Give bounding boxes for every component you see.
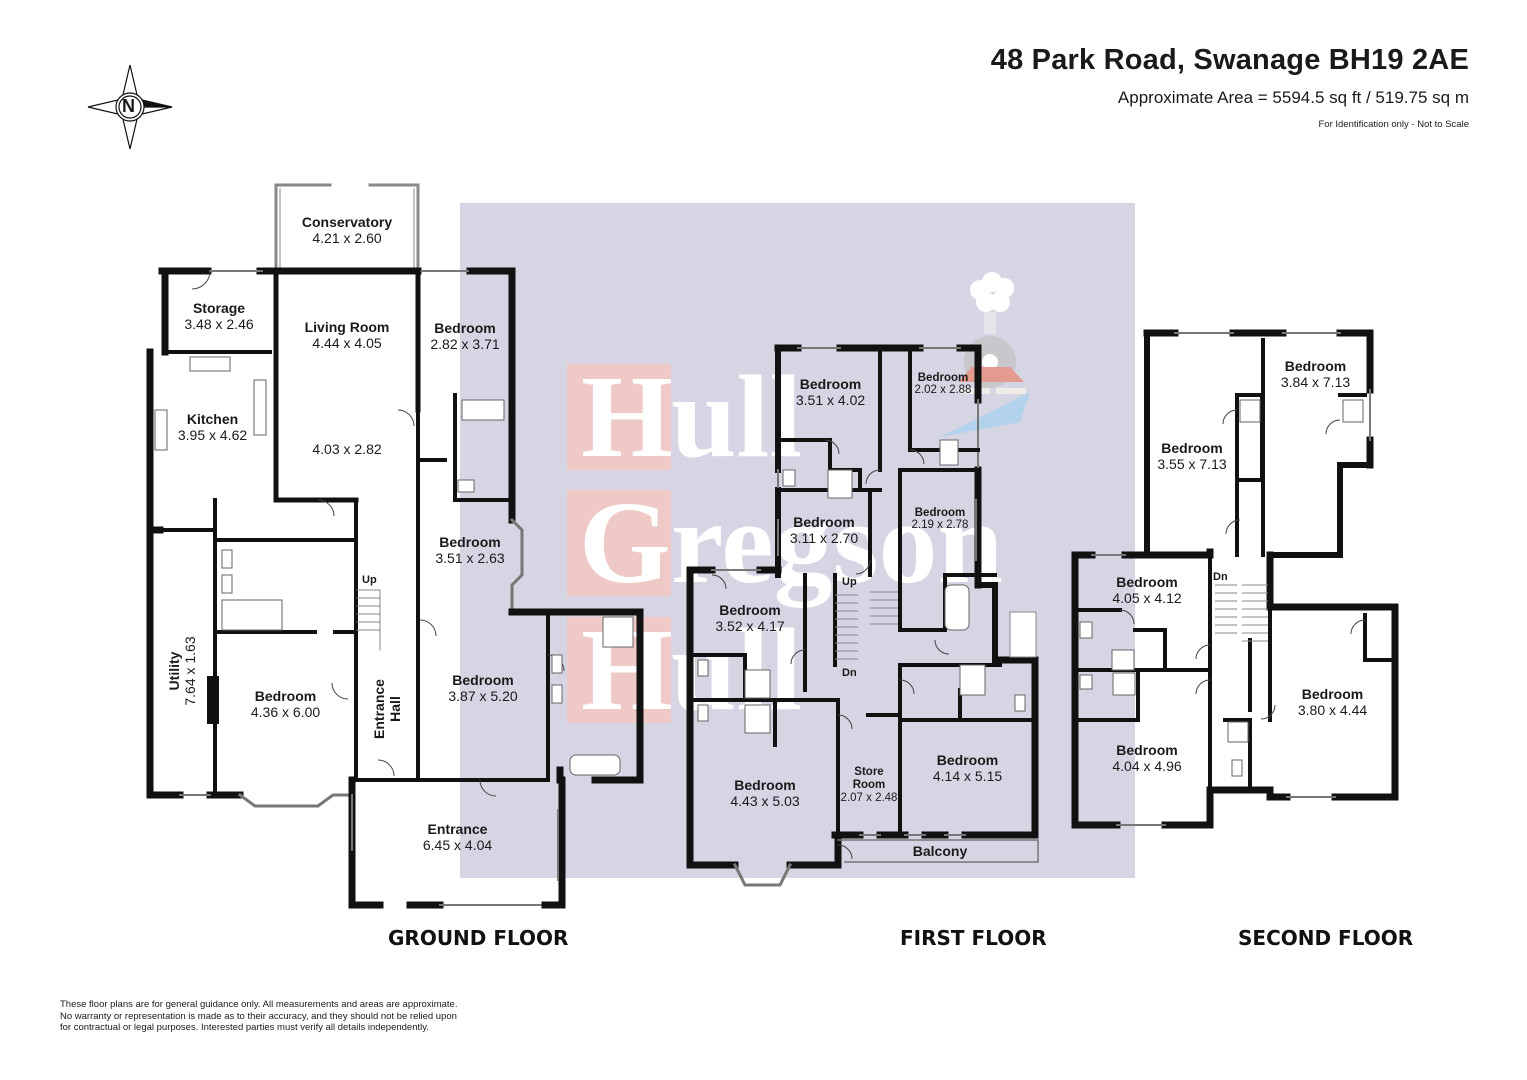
stairs-down-label-first: Dn: [842, 667, 857, 679]
room-bedroom-g2: Bedroom 3.51 x 2.63: [435, 534, 505, 566]
room-conservatory: Conservatory 4.21 x 2.60: [301, 214, 393, 246]
room-bedroom-g1: Bedroom 2.82 x 3.71: [430, 320, 500, 352]
approximate-area: Approximate Area = 5594.5 sq ft / 519.75…: [1117, 88, 1469, 107]
room-bedroom-s4: Bedroom 4.04 x 4.96: [1112, 742, 1182, 774]
room-bedroom-f2: Bedroom 2.02 x 2.88: [914, 372, 972, 396]
room-kitchen: Kitchen 3.95 x 4.62: [177, 411, 248, 443]
room-bedroom-f3: Bedroom 3.11 x 2.70: [789, 514, 859, 546]
second-floor-label: SECOND FLOOR: [1238, 926, 1414, 950]
room-bedroom-f7: Bedroom 4.14 x 5.15: [932, 752, 1003, 784]
property-address-title: 48 Park Road, Swanage BH19 2AE: [990, 44, 1469, 76]
room-bedroom-f5: Bedroom 3.52 x 4.17: [715, 602, 785, 634]
room-store-room: Store Room 2.07 x 2.48: [840, 766, 898, 804]
room-bedroom-g3: Bedroom 4.36 x 6.00: [250, 688, 321, 720]
room-living-room-extension: 4.03 x 2.82: [312, 441, 382, 457]
room-balcony: Balcony: [912, 843, 968, 859]
room-bedroom-s5: Bedroom 3.80 x 4.44: [1297, 686, 1368, 718]
first-floor-label: FIRST FLOOR: [900, 926, 1047, 950]
identification-note: For Identification only - Not to Scale: [1318, 119, 1470, 130]
room-bedroom-s1: Bedroom 3.55 x 7.13: [1157, 440, 1227, 472]
ground-floor-label: GROUND FLOOR: [388, 926, 569, 950]
room-living-room: Living Room 4.44 x 4.05: [304, 319, 390, 351]
stairs-down-label-second: Dn: [1213, 571, 1228, 583]
disclaimer-text: These floor plans are for general guidan…: [60, 999, 458, 1033]
room-bedroom-f1: Bedroom 3.51 x 4.02: [795, 376, 866, 408]
north-compass-icon: N: [86, 63, 174, 151]
room-bedroom-s2: Bedroom 3.84 x 7.13: [1280, 358, 1351, 390]
room-bedroom-g4: Bedroom 3.87 x 5.20: [448, 672, 518, 704]
room-bedroom-s3: Bedroom 4.05 x 4.12: [1112, 574, 1182, 606]
room-bedroom-f4: Bedroom 2.19 x 2.78: [911, 507, 969, 531]
room-bedroom-f6: Bedroom 4.43 x 5.03: [730, 777, 800, 809]
room-entrance: Entrance 6.45 x 4.04: [422, 821, 493, 853]
stairs-up-label-first: Up: [842, 576, 857, 588]
stairs-up-label: Up: [362, 574, 377, 586]
room-storage: Storage 3.48 x 2.46: [184, 300, 254, 332]
